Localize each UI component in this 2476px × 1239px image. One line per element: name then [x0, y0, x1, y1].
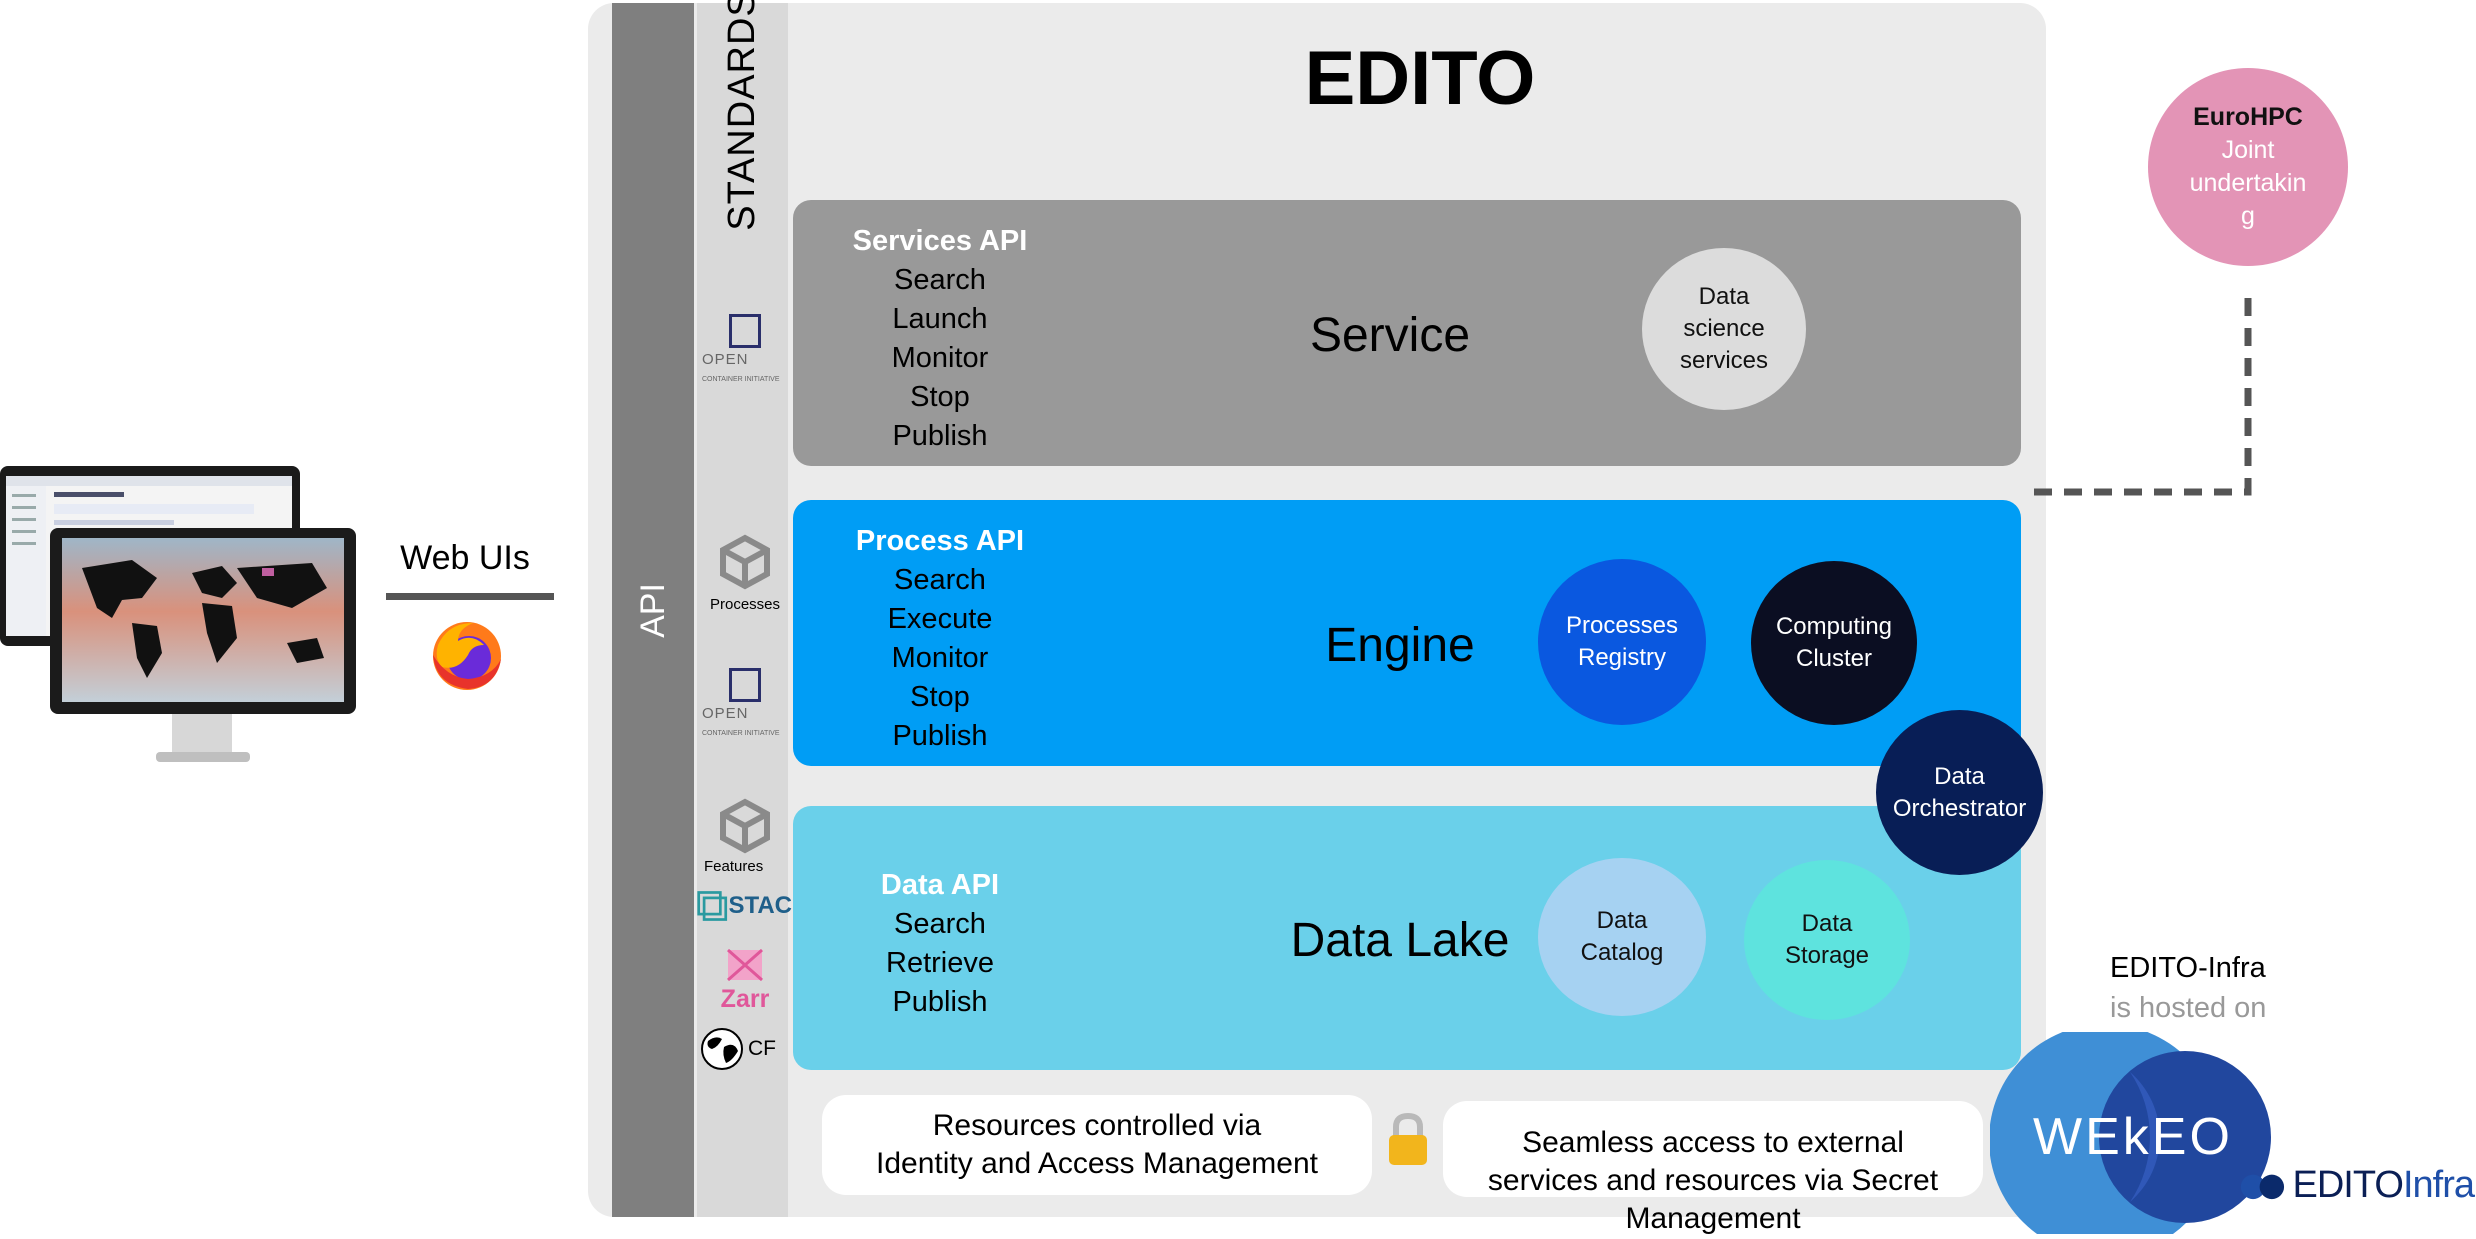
edito-logo-icon — [2240, 1174, 2285, 1200]
wekeo-wordmark: WEkEO — [2033, 1108, 2233, 1166]
services-api-item: Stop — [910, 381, 970, 413]
lock-icon — [1386, 1112, 1430, 1168]
eurohpc-dashed-connector — [2034, 286, 2252, 496]
data-api-block: Data API Search Retrieve Publish — [820, 866, 1060, 1022]
world-map-icon — [62, 538, 344, 702]
wekeo-logo: WEkEO — [1989, 1024, 2276, 1239]
data-storage-node: Data Storage — [1744, 860, 1910, 1020]
data-lake-layer-name: Data Lake — [1290, 913, 1510, 967]
data-api-item: Search — [894, 908, 986, 940]
hosting-title: EDITO-Infra — [2110, 952, 2266, 984]
eurohpc-line: Joint — [2221, 136, 2275, 164]
eurohpc-line: g — [2241, 202, 2255, 230]
data-api-title: Data API — [880, 869, 1000, 901]
service-layer-name: Service — [1309, 308, 1471, 362]
ogc-features-standard: Features — [700, 798, 790, 875]
engine-layer-name: Engine — [1325, 618, 1475, 672]
stac-standard: STAC — [696, 886, 792, 926]
catalog-screenshot-icon — [6, 476, 292, 636]
standards-sidebar — [697, 3, 788, 1217]
process-api-title: Process API — [855, 525, 1025, 557]
processes-registry-node: Processes Registry — [1538, 559, 1706, 725]
ogc-processes-standard: Processes — [700, 534, 790, 613]
oci-logo-icon — [729, 314, 761, 348]
globe-icon — [701, 1028, 743, 1070]
page-title: EDITO — [1304, 35, 1536, 121]
oci-standard-1: OPEN CONTAINER INITIATIVE — [700, 314, 790, 385]
zarr-label: Zarr — [720, 985, 770, 1013]
data-science-services-label: Data science services — [1679, 283, 1769, 374]
ocean-map-screen — [62, 538, 344, 702]
zarr-standard: Zarr — [700, 946, 790, 1014]
oci-label: OPEN — [702, 351, 749, 368]
oci-sublabel: CONTAINER INITIATIVE — [702, 730, 780, 737]
web-uis-connector — [386, 593, 554, 600]
oci-sublabel: CONTAINER INITIATIVE — [702, 376, 780, 383]
cf-label: CF — [748, 1037, 776, 1060]
monitor-stand — [172, 714, 232, 756]
process-api-item: Publish — [892, 720, 988, 752]
zarr-logo-icon — [727, 948, 763, 982]
stac-logo-icon — [697, 891, 728, 921]
secret-management-box: Seamless access to external services and … — [1443, 1101, 1983, 1235]
secret-text-line: services and resources via Secret — [1487, 1164, 1939, 1197]
secret-text-line: Seamless access to external — [1522, 1126, 1904, 1159]
cf-standard: CF — [700, 1026, 790, 1072]
edito-logo-text-infra: Infra — [2402, 1163, 2475, 1206]
processes-label: Processes — [709, 596, 781, 613]
services-api-item: Monitor — [891, 342, 989, 374]
computing-cluster-label: Computing Cluster — [1775, 613, 1893, 672]
oci-logo-icon — [729, 668, 761, 702]
services-api-item: Launch — [892, 303, 988, 335]
eurohpc-node: EuroHPC Joint undertakin g — [2148, 68, 2348, 266]
process-api-item: Stop — [910, 681, 970, 713]
eurohpc-title: EuroHPC — [2193, 103, 2303, 131]
oci-standard-2: OPEN CONTAINER INITIATIVE — [700, 668, 790, 739]
ogc-cube-icon — [720, 534, 770, 590]
data-api-item: Publish — [892, 986, 988, 1018]
computing-cluster-node: Computing Cluster — [1751, 561, 1917, 725]
edito-infra-logo: EDITOInfra — [2238, 1160, 2475, 1210]
edito-logo-text: EDITO — [2292, 1163, 2404, 1206]
eurohpc-line: undertakin — [2189, 169, 2307, 197]
ogc-cube-icon — [720, 798, 770, 854]
services-api-item: Search — [894, 264, 986, 296]
data-orchestrator-label: Data Orchestrator — [1892, 762, 2027, 822]
features-label: Features — [704, 858, 764, 875]
api-sidebar-label: API — [633, 582, 672, 638]
api-sidebar — [612, 3, 694, 1217]
web-uis-label: Web UIs — [400, 538, 530, 577]
monitor-base — [156, 752, 250, 762]
process-api-item: Monitor — [891, 642, 989, 674]
service-layer — [793, 200, 2021, 466]
secret-text-line: Management — [1625, 1202, 1801, 1235]
process-api-item: Search — [894, 564, 986, 596]
data-catalog-label: Data Catalog — [1580, 907, 1664, 966]
data-api-item: Retrieve — [886, 947, 994, 979]
standards-sidebar-label: STANDARDS — [721, 0, 764, 231]
data-storage-label: Data Storage — [1784, 910, 1870, 969]
data-science-services-node: Data science services — [1642, 248, 1806, 410]
data-orchestrator-node: Data Orchestrator — [1876, 710, 2043, 875]
data-catalog-node: Data Catalog — [1538, 858, 1706, 1016]
iam-text-line: Identity and Access Management — [876, 1147, 1318, 1180]
services-api-title: Services API — [852, 225, 1028, 257]
hosting-subtitle: is hosted on — [2110, 992, 2267, 1024]
oci-label: OPEN — [702, 705, 749, 722]
stac-label: STAC — [728, 892, 792, 919]
services-api-item: Publish — [892, 420, 988, 452]
hosting-label: EDITO-Infra is hosted on — [2110, 948, 2266, 1028]
services-api-block: Services API Search Launch Monitor Stop … — [820, 222, 1060, 456]
firefox-icon — [428, 615, 506, 693]
process-api-item: Execute — [887, 603, 993, 635]
iam-text-line: Resources controlled via — [932, 1109, 1262, 1142]
process-api-block: Process API Search Execute Monitor Stop … — [820, 522, 1060, 756]
processes-registry-label: Processes Registry — [1565, 612, 1679, 671]
